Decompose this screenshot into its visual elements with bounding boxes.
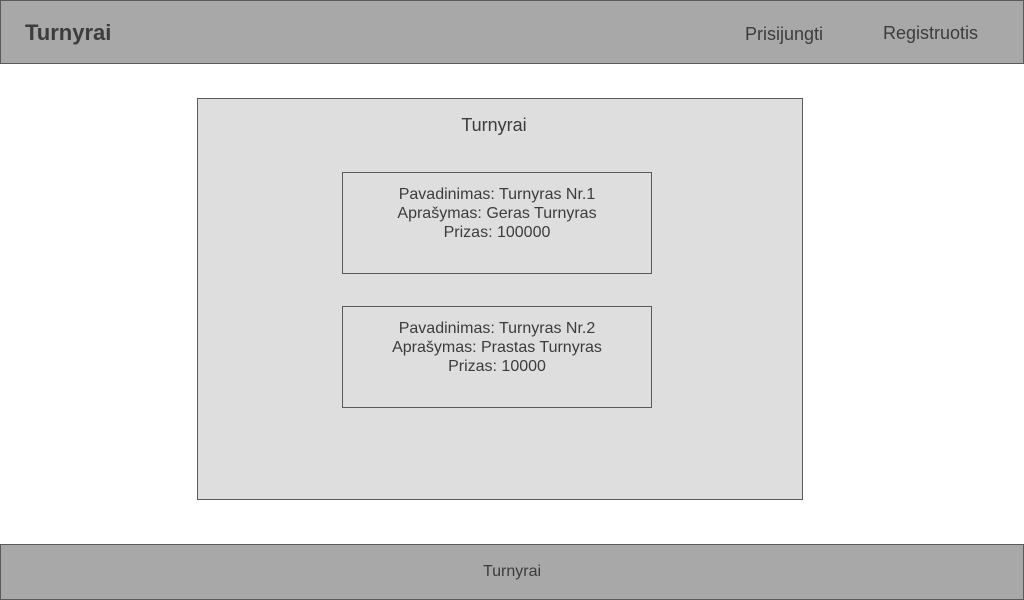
tournament-prize: Prizas: 100000 [443, 224, 551, 241]
tournaments-panel: Turnyrai Pavadinimas: Turnyras Nr.1 Apra… [197, 98, 803, 500]
tournament-card-body: Pavadinimas: Turnyras Nr.1 Aprašymas: Ge… [343, 173, 651, 242]
tournament-description: Aprašymas: Geras Turnyras [397, 205, 597, 222]
tournament-description: Aprašymas: Prastas Turnyras [392, 339, 602, 356]
register-link[interactable]: Registruotis [883, 23, 979, 43]
tournament-card[interactable]: Pavadinimas: Turnyras Nr.2 Aprašymas: Pr… [342, 306, 652, 408]
tournament-prize: Prizas: 10000 [448, 358, 546, 375]
login-link[interactable]: Prisijungti [745, 24, 824, 44]
panel-title: Turnyrai [461, 115, 527, 135]
footer-text: Turnyrai [482, 563, 542, 580]
brand-title[interactable]: Turnyrai [25, 20, 112, 45]
tournament-card[interactable]: Pavadinimas: Turnyras Nr.1 Aprašymas: Ge… [342, 172, 652, 274]
page-footer: Turnyrai [0, 544, 1024, 600]
tournament-name: Pavadinimas: Turnyras Nr.2 [398, 320, 596, 337]
tournament-card-body: Pavadinimas: Turnyras Nr.2 Aprašymas: Pr… [343, 307, 651, 376]
top-navbar: Turnyrai Prisijungti Registruotis [0, 0, 1024, 64]
tournament-name: Pavadinimas: Turnyras Nr.1 [398, 186, 596, 203]
